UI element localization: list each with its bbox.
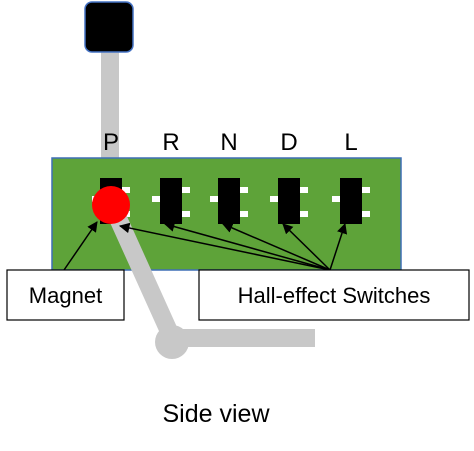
sensor-pin [270, 196, 278, 202]
hall-sensor-group [92, 178, 370, 224]
gear-label-d: D [280, 129, 297, 156]
hall-sensor-r [160, 178, 182, 224]
lever-pivot [155, 325, 189, 359]
sensor-pin [240, 187, 248, 193]
switches-label-box [198, 269, 470, 321]
sensor-pin [152, 196, 160, 202]
hall-sensor-n [218, 178, 240, 224]
hall-sensor-l [340, 178, 362, 224]
switch-arrow-r [163, 221, 331, 271]
magnet [92, 186, 130, 224]
sensor-pin [300, 187, 308, 193]
gear-label-n: N [220, 129, 237, 156]
sensor-pin [122, 187, 130, 193]
switch-arrow-n [222, 222, 331, 271]
upper-lever-shaft [101, 48, 119, 190]
gear-label-r: R [162, 129, 179, 156]
shifter-knob [84, 1, 134, 53]
switch-arrow-l [329, 223, 348, 271]
gear-label-p: P [103, 129, 119, 156]
switches-label: Hall-effect Switches [238, 283, 431, 308]
sensor-pin [362, 211, 370, 217]
switch-arrow-d [282, 223, 331, 271]
sensor-pin [182, 187, 190, 193]
sensor-pin [240, 211, 248, 217]
switch-arrows [118, 221, 348, 271]
hall-sensor-d [278, 178, 300, 224]
side-view-caption: Side view [163, 400, 271, 428]
sensor-pin [210, 196, 218, 202]
magnet-arrow [63, 221, 98, 271]
gear-label-l: L [344, 129, 357, 156]
sensor-pin [362, 187, 370, 193]
sensor-pin [300, 211, 308, 217]
magnet-label-box [6, 269, 125, 321]
magnet-label: Magnet [29, 283, 102, 308]
sensor-pin [182, 211, 190, 217]
switch-arrow-p [118, 222, 331, 271]
sensor-pin [332, 196, 340, 202]
